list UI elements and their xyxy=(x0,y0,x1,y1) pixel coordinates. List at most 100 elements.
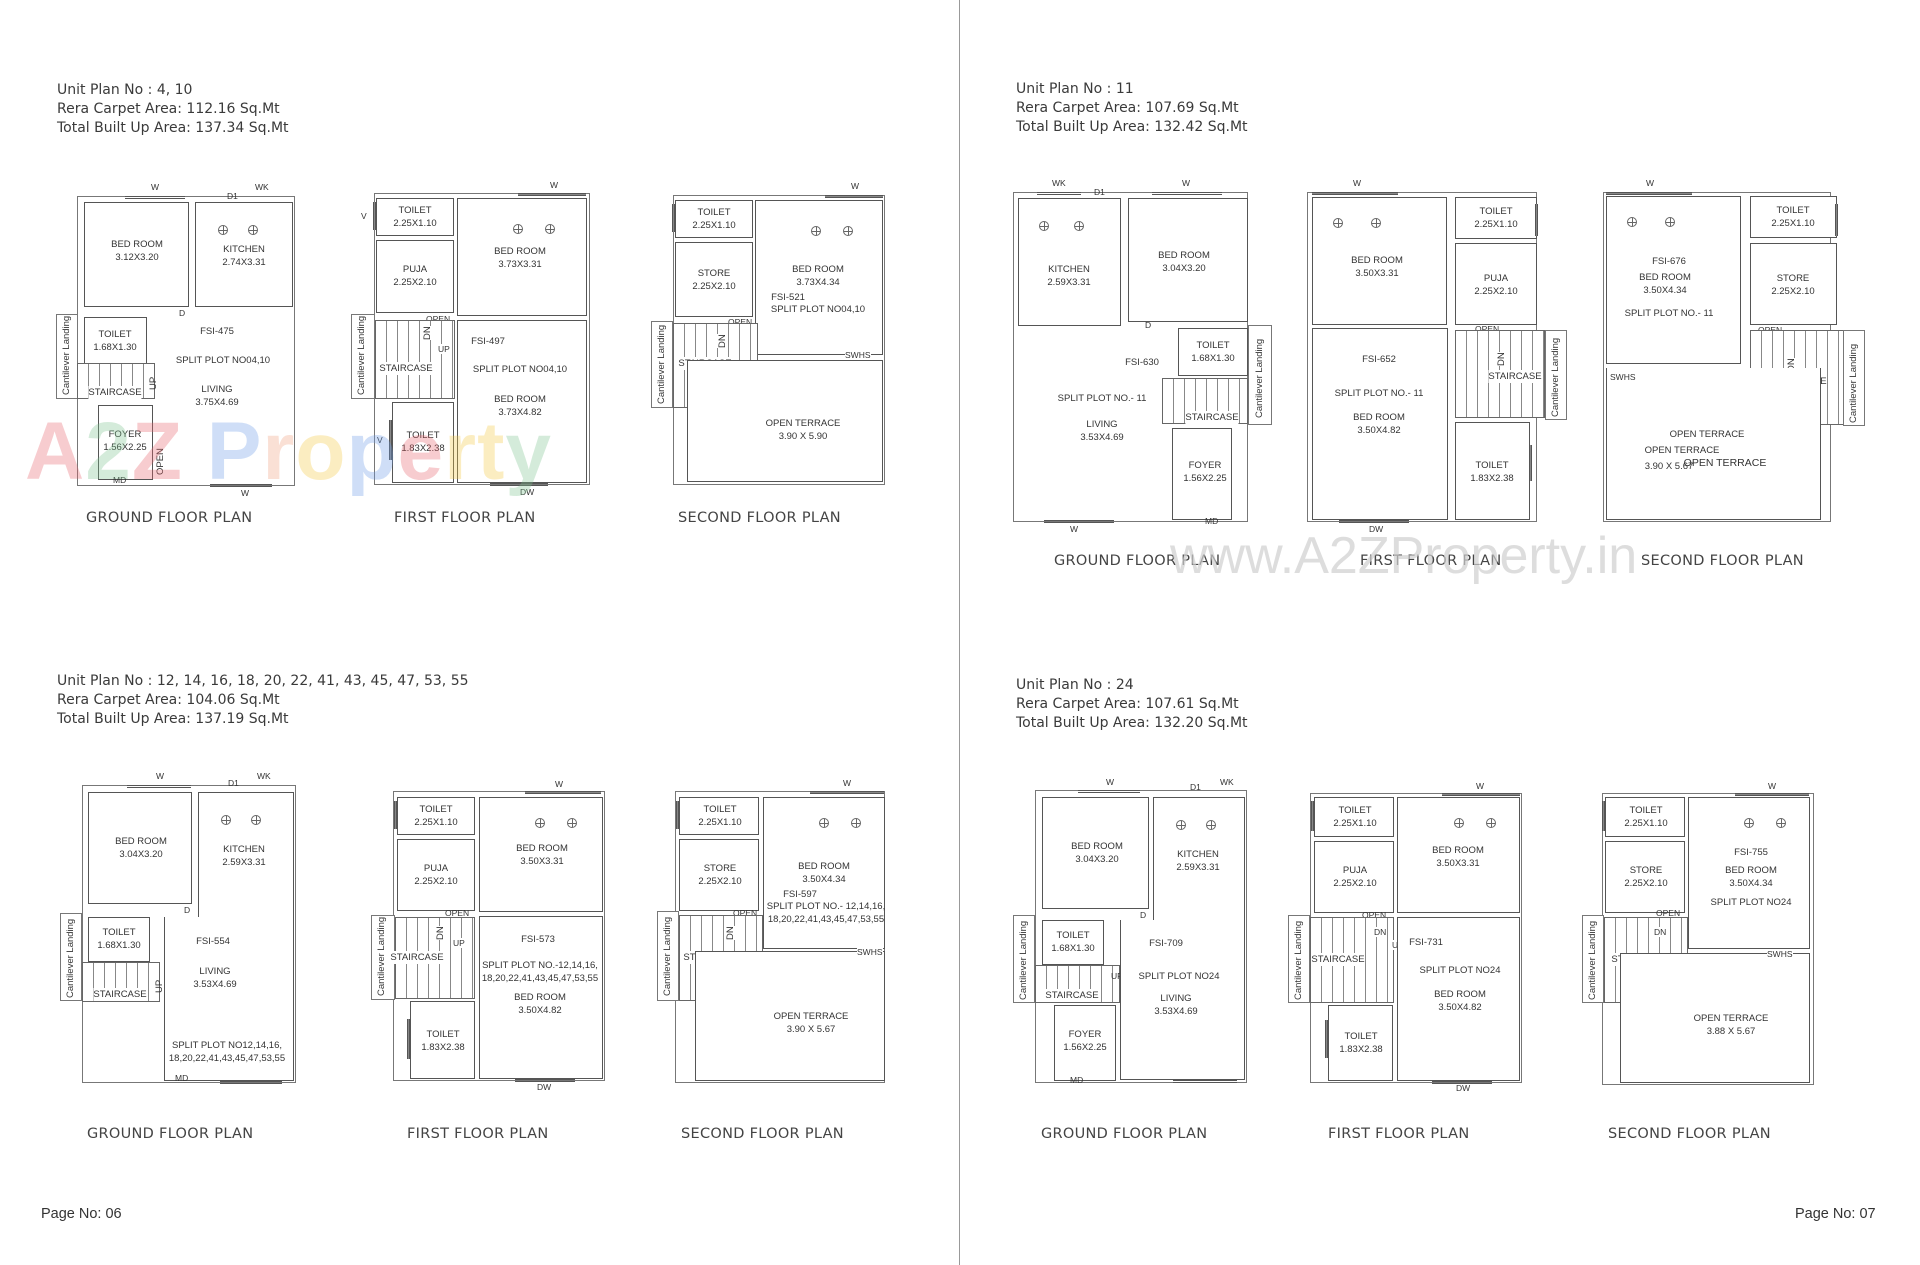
staircase-label: STAIRCASE xyxy=(1488,370,1542,383)
cantilever-label: Cantilever Landing xyxy=(376,916,387,996)
fan-icon xyxy=(1776,818,1786,828)
split-plot-label: SPLIT PLOT NO.- 11 xyxy=(1624,308,1714,319)
ground-floor-label: GROUND FLOOR PLAN xyxy=(87,1126,254,1142)
ventilator xyxy=(373,202,376,230)
staircase-label: STAIRCASE xyxy=(88,386,142,399)
terrace-size: 3.90 X 5.67 xyxy=(1644,461,1694,472)
terrace-label: OPEN TERRACE xyxy=(1644,445,1720,456)
room-bedroom-2: FSI-573 SPLIT PLOT NO.-12,14,16,18,20,22… xyxy=(479,916,603,1079)
built-up-area: Total Built Up Area: 137.19 Sq.Mt xyxy=(57,711,289,727)
window xyxy=(220,1081,282,1084)
window-label: W xyxy=(1768,781,1777,791)
page-07: Unit Plan No : 11 Rera Carpet Area: 107.… xyxy=(960,0,1920,1265)
split-plot-label: SPLIT PLOT NO.-12,14,16,18,20,22,41,43,4… xyxy=(481,960,599,984)
ventilator xyxy=(672,204,675,232)
ventilator xyxy=(1835,204,1838,236)
light-icon xyxy=(1454,818,1464,828)
second-floor-label: SECOND FLOOR PLAN xyxy=(678,510,841,526)
fsi-label: FSI-497 xyxy=(471,336,505,347)
swhs-label: SWHS xyxy=(857,947,883,957)
ground-floor-label: GROUND FLOOR PLAN xyxy=(86,510,253,526)
staircase-label: STAIRCASE xyxy=(1045,989,1099,1002)
built-up-area: Total Built Up Area: 132.42 Sq.Mt xyxy=(1016,119,1248,135)
built-up-area: Total Built Up Area: 137.34 Sq.Mt xyxy=(57,120,289,136)
staircase-label: STAIRCASE xyxy=(1185,411,1239,424)
door-window xyxy=(490,483,548,486)
window-label: W xyxy=(1070,524,1079,534)
window xyxy=(825,195,883,198)
window-label: W xyxy=(156,771,165,781)
window xyxy=(1735,793,1809,796)
cantilever-landing: Cantilever Landing xyxy=(1843,330,1865,426)
fsi-label: FSI-630 xyxy=(1125,357,1159,368)
hob-icon xyxy=(248,225,258,235)
split-plot-label: SPLIT PLOT NO24 xyxy=(1710,897,1792,908)
split-plot-label: SPLIT PLOT NO12,14,16,18,20,22,41,43,45,… xyxy=(168,1040,286,1064)
ventilator xyxy=(1311,801,1314,831)
split-plot-label: SPLIT PLOT NO04,10 xyxy=(770,304,866,315)
cantilever-landing: Cantilever Landing xyxy=(1288,915,1310,1003)
open-label: OPEN xyxy=(733,908,758,918)
split-plot-label: SPLIT PLOT NO.- 11 xyxy=(1057,393,1147,404)
ventilator xyxy=(394,801,397,829)
split-plot-label: SPLIT PLOT NO.- 11 xyxy=(1334,388,1424,399)
unit-plan-number: Unit Plan No : 11 xyxy=(1016,81,1134,97)
hob-icon xyxy=(1206,820,1216,830)
window-label: W xyxy=(1646,178,1655,188)
cantilever-label: Cantilever Landing xyxy=(1293,920,1304,1000)
door-window-label: DW xyxy=(537,1082,552,1092)
fan-icon xyxy=(851,818,861,828)
split-plot-label: SPLIT PLOT NO24 xyxy=(1419,965,1501,976)
cantilever-label: Cantilever Landing xyxy=(1587,920,1598,1000)
cantilever-label: Cantilever Landing xyxy=(1018,920,1029,1000)
window-label: W xyxy=(1476,781,1485,791)
room-open-terrace: OPEN TERRACE OPEN TERRACE 3.90 X 5.67 OP… xyxy=(1606,368,1821,520)
door-label: D xyxy=(1140,910,1147,920)
window-label: WK xyxy=(257,771,271,781)
unit-info-12-55: Unit Plan No : 12, 14, 16, 18, 20, 22, 4… xyxy=(57,672,469,729)
up-label: UP xyxy=(1111,971,1123,981)
